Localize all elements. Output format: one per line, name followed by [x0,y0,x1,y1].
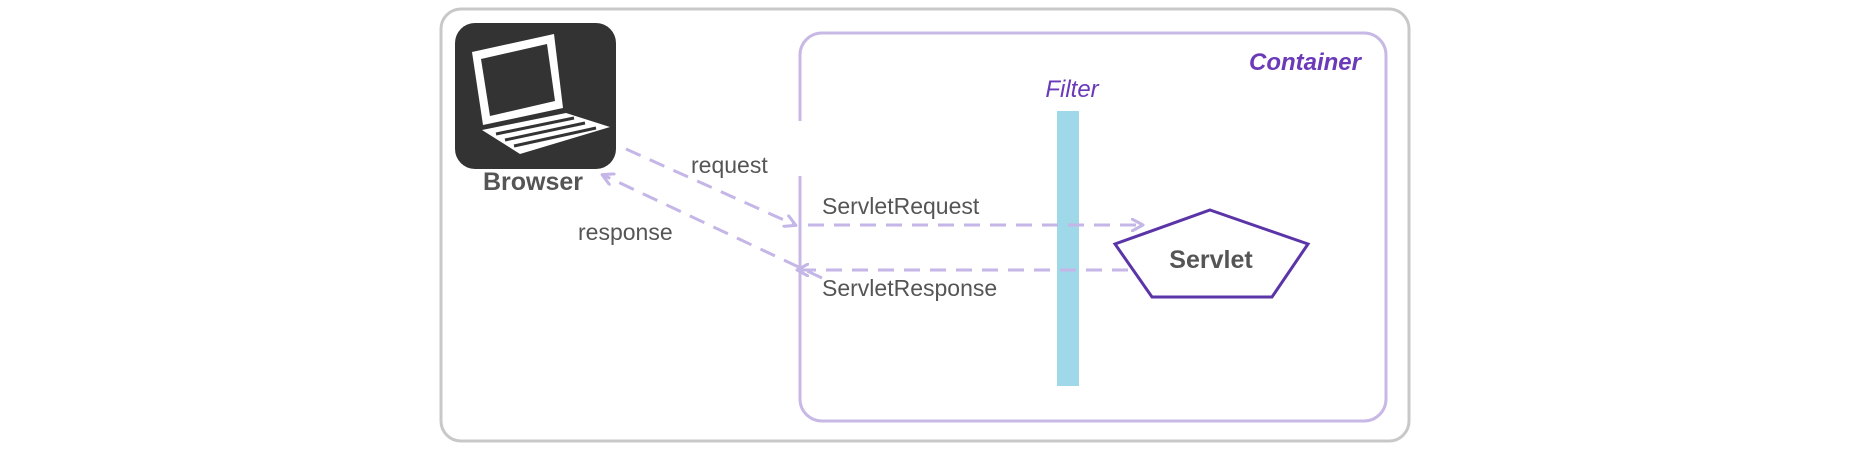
filter-label: Filter [1045,76,1099,103]
browser-label: Browser [483,168,583,196]
container-border-gap [795,121,805,176]
laptop-icon [455,23,616,169]
request-arrow [625,147,795,225]
request-label: request [691,152,768,178]
response-label: response [578,219,673,245]
container-box [798,31,1388,423]
servlet-response-label: ServletResponse [822,275,997,301]
response-arrow [603,175,823,280]
container-label: Container [1249,49,1363,76]
outer-frame [439,7,1411,443]
filter-bar [1057,111,1079,386]
servlet-shape [1112,208,1311,299]
servlet-request-label: ServletRequest [822,193,980,219]
servlet-label: Servlet [1169,246,1253,274]
